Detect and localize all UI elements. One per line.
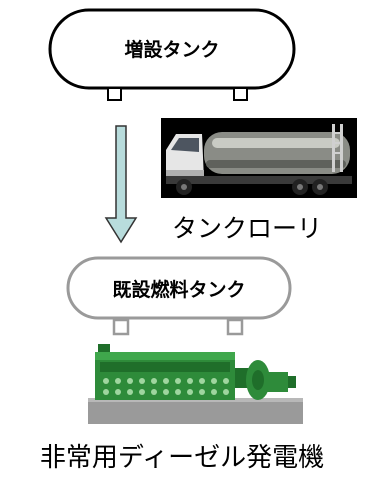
existing-tank-label: 既設燃料タンク xyxy=(112,278,245,301)
down-arrow-icon xyxy=(104,125,138,244)
new-tank-label: 増設タンク xyxy=(124,38,219,61)
tank-lorry-truck-icon xyxy=(161,118,357,198)
diesel-generator-icon xyxy=(88,344,303,424)
existing-fuel-tank: 既設燃料タンク xyxy=(66,256,292,336)
generator-label: 非常用ディーゼル発電機 xyxy=(40,443,324,473)
existing-tank-body xyxy=(66,256,292,320)
new-tank-leg-right xyxy=(233,87,248,101)
new-tank: 増設タンク xyxy=(48,8,296,101)
new-tank-body xyxy=(48,8,296,90)
existing-tank-leg-left xyxy=(112,318,130,336)
tank-lorry-label: タンクローリ xyxy=(172,214,322,243)
new-tank-leg-left xyxy=(107,87,122,101)
existing-tank-leg-right xyxy=(226,318,244,336)
